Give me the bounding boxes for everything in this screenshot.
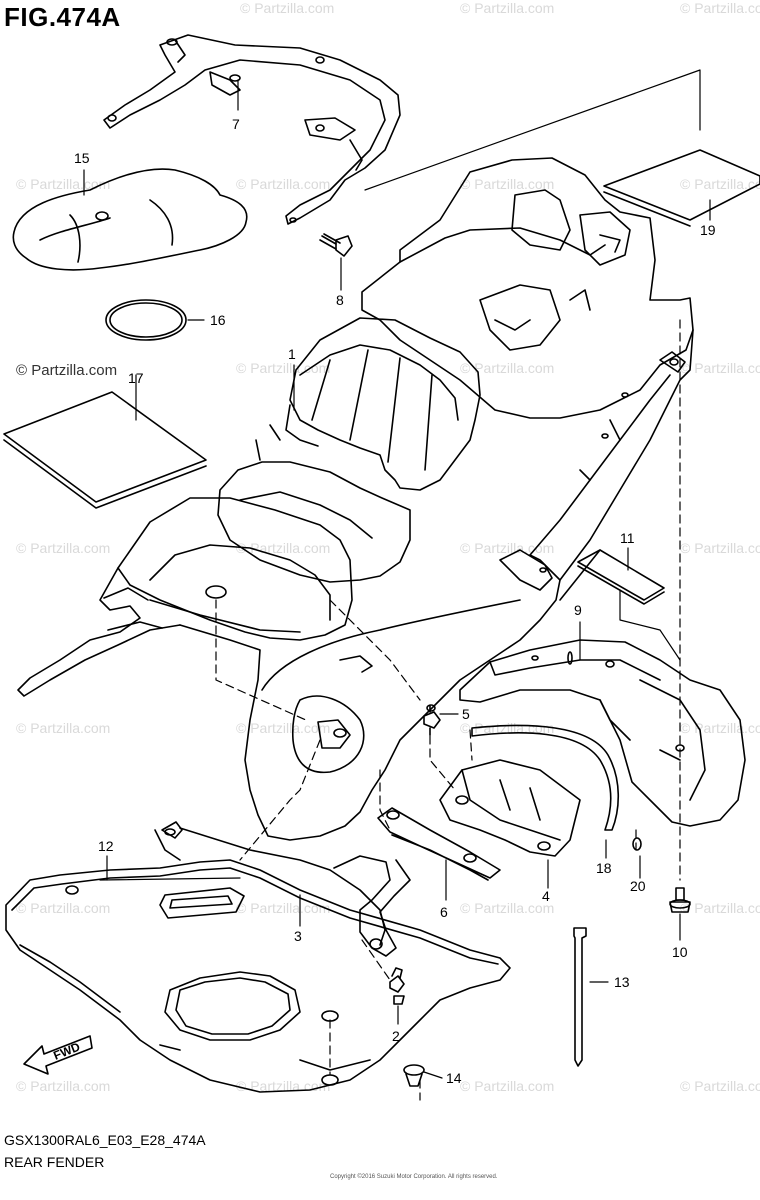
callout-7: 7	[232, 116, 240, 132]
callout-9: 9	[574, 602, 582, 618]
part-12-undertray	[5, 821, 511, 1093]
watermark: © Partzilla.com	[460, 0, 555, 16]
watermark: © Partzilla.com	[236, 540, 331, 556]
part-20-washer	[632, 837, 642, 851]
part-5-clip	[423, 704, 441, 736]
footer-name: REAR FENDER	[4, 1154, 105, 1170]
watermark: © Partzilla.com	[16, 1078, 111, 1094]
callout-12: 12	[98, 838, 114, 854]
callout-15: 15	[74, 150, 90, 166]
part-13-cable-tie	[573, 927, 587, 1067]
part-10-bolt	[669, 887, 691, 913]
watermark: © Partzilla.com	[680, 900, 760, 916]
part-16-o-ring-inner	[109, 302, 183, 338]
part-11-pad	[577, 549, 665, 605]
part-6-bracket	[377, 807, 501, 881]
callout-11: 11	[620, 530, 635, 546]
part-16-o-ring	[105, 299, 187, 341]
fwd-arrow-icon: FWD	[23, 1035, 93, 1075]
watermark: © Partzilla.com	[16, 176, 111, 192]
footer-fine-print: Copyright ©2016 Suzuki Motor Corporation…	[330, 1174, 498, 1180]
watermark: © Partzilla.com	[236, 176, 331, 192]
assembly-dashed-lines	[215, 319, 681, 1101]
callout-6: 6	[440, 904, 448, 920]
callout-17: 17	[128, 370, 144, 386]
callout-18: 18	[596, 860, 612, 876]
part-9-bracket	[459, 639, 746, 827]
watermark: © Partzilla.com	[16, 540, 111, 556]
callout-5: 5	[462, 706, 470, 722]
callout-16: 16	[210, 312, 226, 328]
watermark: © Partzilla.com	[680, 1078, 760, 1094]
watermark: © Partzilla.com	[236, 900, 331, 916]
part-14-clip	[403, 1064, 425, 1087]
part-7-rear-frame-bracket	[103, 34, 401, 225]
watermark: © Partzilla.com	[460, 176, 555, 192]
watermark: © Partzilla.com	[16, 720, 111, 736]
callout-4: 4	[542, 888, 550, 904]
callout-1: 1	[288, 346, 296, 362]
part-17-sheet	[3, 391, 207, 509]
watermark: © Partzilla.com	[236, 360, 331, 376]
watermark: © Partzilla.com	[16, 900, 111, 916]
watermark: © Partzilla.com	[460, 1078, 555, 1094]
callout-3: 3	[294, 928, 302, 944]
watermark: © Partzilla.com	[680, 360, 760, 376]
watermark: © Partzilla.com	[680, 0, 760, 16]
footer-code: GSX1300RAL6_E03_E28_474A	[4, 1132, 206, 1148]
part-4-holder	[439, 759, 581, 857]
part-6-hole-2	[463, 853, 477, 863]
watermark: © Partzilla.com	[460, 720, 555, 736]
watermark: © Partzilla.com	[680, 176, 760, 192]
callout-19: 19	[700, 222, 716, 238]
watermark-prominent: © Partzilla.com	[16, 362, 118, 379]
callout-20: 20	[630, 878, 646, 894]
watermark: © Partzilla.com	[680, 540, 760, 556]
part-15-pad	[12, 168, 248, 271]
fwd-label: FWD	[51, 1039, 82, 1062]
part-18-band	[471, 724, 620, 831]
watermark: © Partzilla.com	[460, 900, 555, 916]
part-1-rear-fender	[17, 157, 694, 841]
part-2-screw	[389, 967, 405, 1005]
part-6-hole	[386, 810, 400, 820]
part-3-bracket	[333, 855, 411, 957]
watermark: © Partzilla.com	[240, 0, 335, 16]
figure-title: FIG.474A	[4, 2, 121, 32]
part-19-sheet	[603, 149, 760, 227]
callout-13: 13	[614, 974, 630, 990]
watermark: © Partzilla.com	[236, 720, 331, 736]
callout-leaders	[83, 69, 711, 1079]
callout-14: 14	[446, 1070, 462, 1086]
callout-8: 8	[336, 292, 344, 308]
watermark: © Partzilla.com	[460, 540, 555, 556]
part-8-bolt	[319, 233, 353, 257]
callout-10: 10	[672, 944, 688, 960]
callout-2: 2	[392, 1028, 400, 1044]
watermark: © Partzilla.com	[460, 360, 555, 376]
